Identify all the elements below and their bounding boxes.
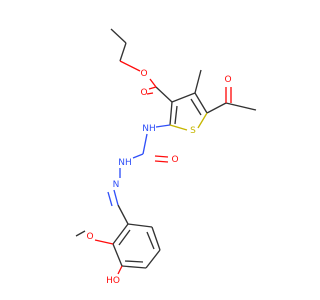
bond-ar-4-5 — [121, 265, 147, 269]
atom-label-phenol-ho: HO — [106, 276, 120, 286]
bond-ar-2-3-double — [146, 231, 155, 250]
molecule-structure: O O O S NH O NH N O HO — [75, 28, 257, 286]
bond-n-ch — [113, 189, 119, 206]
bond-ar-5-6 — [112, 243, 123, 267]
bond-c3-c2 — [169, 101, 173, 126]
bond-c4-c5-double — [190, 98, 202, 116]
bond-n-ch-double — [107, 191, 113, 207]
bond-ester-carbonyl-double — [146, 92, 154, 95]
atom-label-imine-n: N — [113, 180, 120, 190]
atom-labels: O O O S NH O NH N O HO — [86, 69, 231, 286]
bond-c3-c2-double — [174, 105, 178, 125]
bond-c2-nh — [155, 124, 171, 128]
bond-ester-c3 — [155, 86, 173, 103]
atom-label-methoxy-o: O — [86, 232, 93, 242]
atom-label-acetyl-o: O — [224, 75, 231, 85]
bond-c4-c5 — [194, 92, 208, 114]
bond-ome-ch3 — [75, 230, 86, 237]
atom-label-urea-o: O — [171, 155, 178, 165]
carbon-skeleton — [75, 28, 257, 269]
bond-ch-aryl — [117, 204, 129, 225]
sulfur-bonds — [169, 112, 208, 131]
bond-ester-carbonyl — [148, 86, 157, 90]
bond-ethyl-ch3 — [110, 28, 127, 44]
bond-nh-urea — [142, 133, 148, 155]
bond-urea-carbonyl-double — [154, 160, 169, 163]
bond-ar-oh — [117, 265, 123, 275]
atom-label-ester-ether-o: O — [140, 69, 147, 79]
bond-urea-carbonyl — [154, 155, 169, 158]
bond-ar-2-3 — [151, 226, 161, 251]
bond-c5-acetyl — [206, 102, 227, 114]
bond-c2-s — [169, 124, 188, 131]
atom-label-ester-carbonyl-o: O — [140, 88, 147, 98]
bond-ether-o-ch2 — [119, 60, 141, 72]
bond-ar-6-1 — [112, 223, 129, 245]
bond-ar-4-5-double — [124, 260, 144, 263]
bond-urea-nh — [132, 153, 144, 159]
oxygen-bonds — [94, 60, 232, 275]
bond-ar-3-4 — [145, 249, 161, 269]
bond-ar-6-1-double — [118, 229, 131, 246]
bond-c3-c4 — [171, 92, 196, 103]
bond-c4-methyl — [194, 69, 202, 94]
bond-ar-1-2 — [127, 223, 153, 228]
bond-acetyl-ch3 — [225, 102, 257, 111]
bond-s-c5 — [197, 112, 208, 129]
bond-ester-ether-o — [149, 78, 157, 88]
bond-ethyl-ch2 — [119, 42, 127, 62]
atom-label-thiophene-s: S — [190, 126, 196, 136]
bond-ar-ome — [94, 239, 114, 245]
nitrogen-bonds — [107, 124, 171, 207]
atom-label-amide-nh: NH — [142, 124, 156, 134]
atom-label-hydrazide-nh: NH — [118, 158, 132, 168]
